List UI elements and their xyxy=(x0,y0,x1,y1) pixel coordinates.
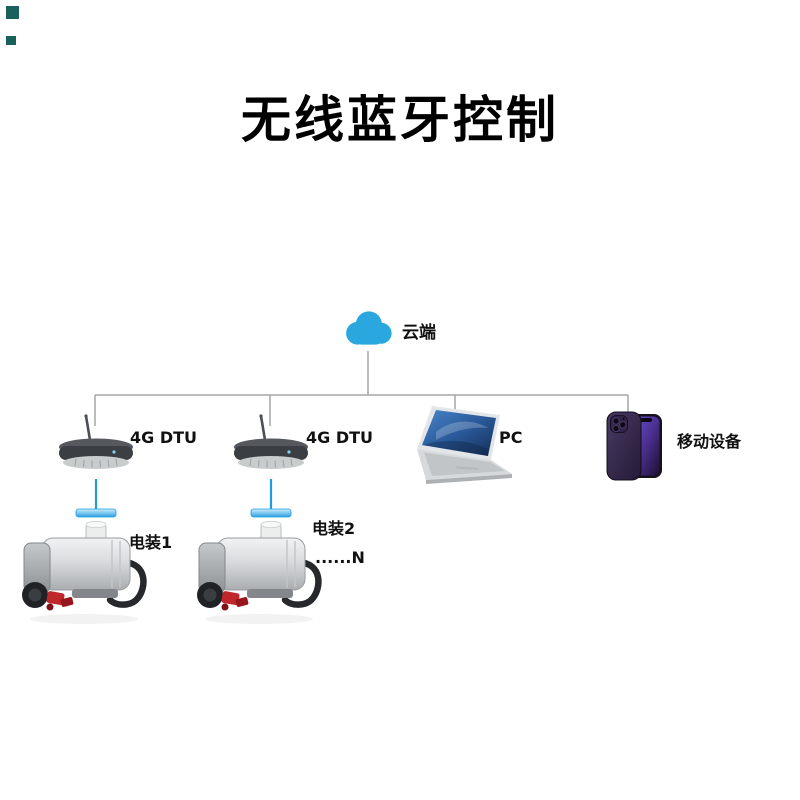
dtu-router-icon xyxy=(52,412,140,480)
valve-actuator-icon xyxy=(14,516,156,628)
mobile-label: 移动设备 xyxy=(677,432,742,451)
bluetooth-link-lines xyxy=(94,479,273,510)
actuator2-label: 电装2 xyxy=(312,519,356,538)
dtu1-label: 4G DTU xyxy=(130,428,198,447)
pc-label: PC xyxy=(499,428,523,447)
cloud-label: 云端 xyxy=(402,323,436,343)
wireless-pad-icon xyxy=(75,508,292,518)
page-title: 无线蓝牙控制 xyxy=(241,91,559,149)
dtu-router-icon xyxy=(227,412,315,480)
decorative-mark xyxy=(6,6,19,19)
smartphone-icon xyxy=(606,410,666,482)
actuator1-label: 电装1 xyxy=(129,533,173,552)
decorative-mark xyxy=(6,36,16,45)
actuator2-more-label: ......N xyxy=(315,548,365,567)
laptop-icon xyxy=(410,404,524,492)
dtu2-label: 4G DTU xyxy=(306,428,374,447)
cloud-icon xyxy=(340,305,396,351)
valve-actuator-icon xyxy=(189,516,331,628)
tree-lines xyxy=(94,351,629,426)
